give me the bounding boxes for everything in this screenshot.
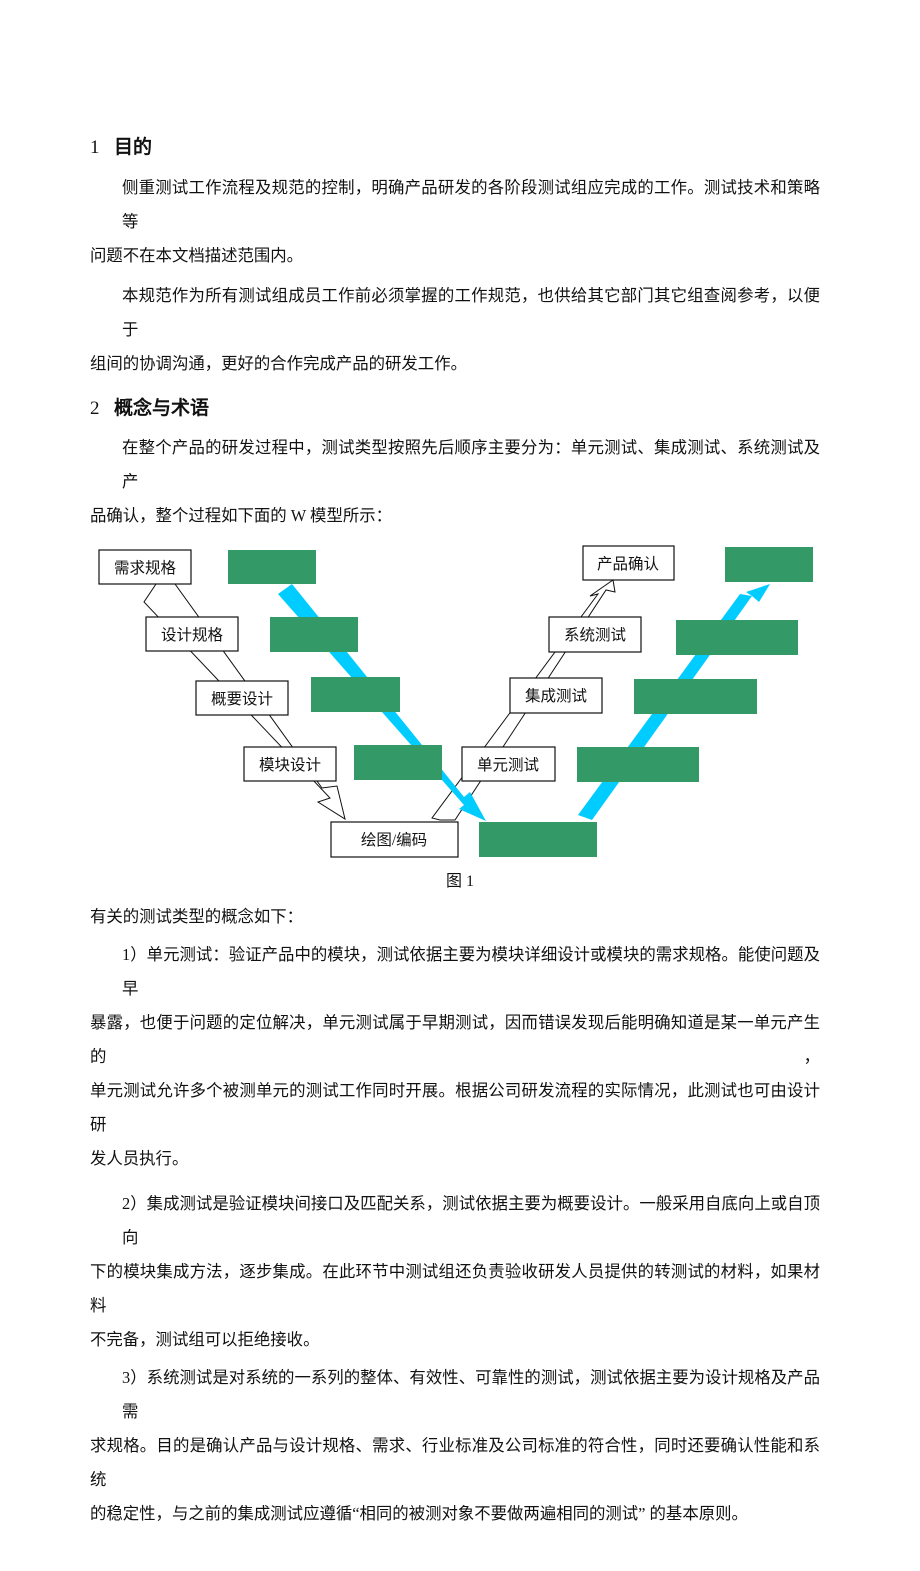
paragraph-line: 侧重测试工作流程及规范的控制，明确产品研发的各阶段测试组应完成的工作。测试技术和…	[122, 178, 820, 231]
paragraph-line: 2）集成测试是验证模块间接口及匹配关系，测试依据主要为概要设计。一般采用自底向上…	[122, 1194, 820, 1247]
paragraph: 1）单元测试：验证产品中的模块，测试依据主要为模块详细设计或模块的需求规格。能使…	[0, 938, 920, 1176]
green-box	[270, 617, 358, 652]
paragraph-line: 在整个产品的研发过程中，测试类型按照先后顺序主要分为：单元测试、集成测试、系统测…	[122, 438, 820, 491]
label-coding: 绘图/编码	[361, 831, 427, 849]
paragraph-line: 组间的协调沟通，更好的合作完成产品的研发工作。	[90, 354, 467, 373]
paragraph-line: 不完备，测试组可以拒绝接收。	[90, 1330, 320, 1349]
paragraph: 3）系统测试是对系统的一系列的整体、有效性、可靠性的测试，测试依据主要为设计规格…	[0, 1361, 920, 1531]
green-box	[676, 620, 798, 655]
box-outline-design	[195, 680, 289, 716]
label-product-confirm: 产品确认	[597, 555, 659, 573]
box-requirements	[98, 549, 192, 585]
section-title: 概念与术语	[114, 398, 210, 419]
green-box	[634, 679, 757, 714]
box-product-confirm	[582, 545, 675, 581]
box-system-test	[548, 616, 642, 653]
green-box	[228, 550, 316, 584]
label-outline-design: 概要设计	[211, 690, 273, 708]
label-unit-test: 单元测试	[477, 756, 539, 774]
box-integration-test	[509, 677, 603, 714]
label-system-test: 系统测试	[564, 626, 626, 644]
section-2-heading: 2 概念与术语	[90, 394, 920, 424]
paragraph-line: 1）单元测试：验证产品中的模块，测试依据主要为模块详细设计或模块的需求规格。能使…	[122, 945, 820, 998]
figure-caption: 图 1	[445, 873, 474, 890]
box-unit-test	[461, 746, 556, 782]
box-design-spec	[145, 616, 239, 652]
section-1-heading: 1 目的	[90, 133, 920, 163]
label-integration-test: 集成测试	[525, 687, 587, 705]
paragraph-line: 3）系统测试是对系统的一系列的整体、有效性、可靠性的测试，测试依据主要为设计规格…	[122, 1368, 820, 1421]
paragraph-line: 单元测试允许多个被测单元的测试工作同时开展。根据公司研发流程的实际情况，此测试也…	[90, 1081, 820, 1134]
box-coding	[330, 821, 459, 858]
box-module-design	[243, 746, 337, 782]
paragraph: 侧重测试工作流程及规范的控制，明确产品研发的各阶段测试组应完成的工作。测试技术和…	[0, 171, 920, 273]
section-title: 目的	[114, 137, 153, 158]
paragraph-line: 下的模块集成方法，逐步集成。在此环节中测试组还负责验收研发人员提供的转测试的材料…	[90, 1262, 820, 1315]
paragraph-line: 暴露，也便于问题的定位解决，单元测试属于早期测试，因而错误发现后能明确知道是某一…	[90, 1013, 820, 1066]
label-requirements: 需求规格	[114, 559, 177, 577]
paragraph: 本规范作为所有测试组成员工作前必须掌握的工作规范，也供给其它部门其它组查阅参考，…	[0, 279, 920, 381]
green-box	[577, 747, 699, 782]
paragraph-line: 发人员执行。	[90, 1149, 189, 1168]
green-box	[311, 677, 400, 712]
paragraph-line: 品确认，整个过程如下面的 W 模型所示：	[90, 506, 393, 525]
paragraph-line: 有关的测试类型的概念如下：	[90, 907, 304, 926]
green-box	[479, 822, 597, 857]
section-number: 1	[90, 137, 100, 158]
label-design-spec: 设计规格	[161, 626, 224, 644]
label-module-design: 模块设计	[259, 756, 321, 774]
paragraph-line: 的稳定性，与之前的集成测试应遵循“相同的被测对象不要做两遍相同的测试” 的基本原…	[90, 1504, 748, 1523]
green-box	[354, 745, 442, 780]
paragraph-line: 求规格。目的是确认产品与设计规格、需求、行业标准及公司标准的符合性，同时还要确认…	[90, 1436, 820, 1489]
paragraph: 2）集成测试是验证模块间接口及匹配关系，测试依据主要为概要设计。一般采用自底向上…	[0, 1187, 920, 1357]
paragraph: 在整个产品的研发过程中，测试类型按照先后顺序主要分为：单元测试、集成测试、系统测…	[0, 431, 920, 533]
section-number: 2	[90, 398, 100, 419]
w-model-diagram: 需求规格 设计规格 概要设计 模块设计 绘图/编码 单元测试 集成测试 系统测试…	[98, 545, 813, 858]
green-box	[725, 547, 813, 582]
paragraph-line: 本规范作为所有测试组成员工作前必须掌握的工作规范，也供给其它部门其它组查阅参考，…	[122, 286, 820, 339]
paragraph-line: 问题不在本文档描述范围内。	[90, 246, 304, 265]
